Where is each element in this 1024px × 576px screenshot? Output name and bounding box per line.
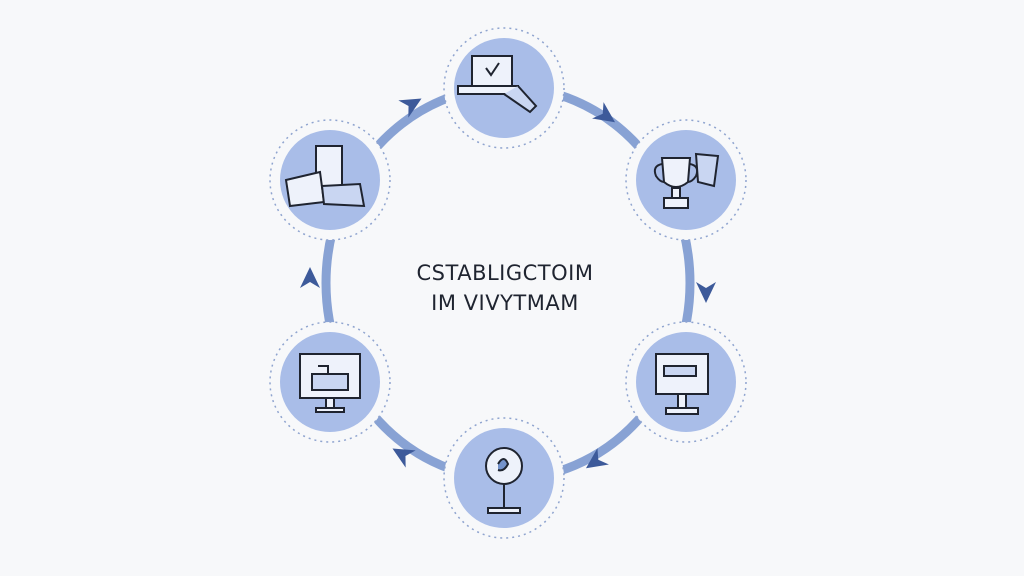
trophy-icon [653,152,720,209]
title-line-1: CSTABLIGCTOIM [416,261,594,285]
arrow-head [398,98,422,118]
node-3 [625,321,747,443]
laptop-check-hand-icon [457,55,538,114]
lightbulb-stand-icon [485,447,523,514]
node-4 [443,417,565,539]
arrow-head [392,448,416,468]
title-line-2: IM VIVYTMAM [431,291,579,315]
node-5 [269,321,391,443]
arrow-head [696,282,716,303]
arrow-head [592,102,616,123]
arrows [300,98,716,469]
arrow-head [585,448,609,469]
node-6 [269,119,391,241]
monitor-icon [655,353,709,415]
arrow-head [300,267,320,288]
document-folder-icon [284,145,366,208]
desktop-screen-icon [299,353,361,413]
node-1 [443,27,565,149]
diagram-title: CSTABLIGCTOIM IM VIVYTMAM [380,258,630,318]
node-2 [625,119,747,241]
